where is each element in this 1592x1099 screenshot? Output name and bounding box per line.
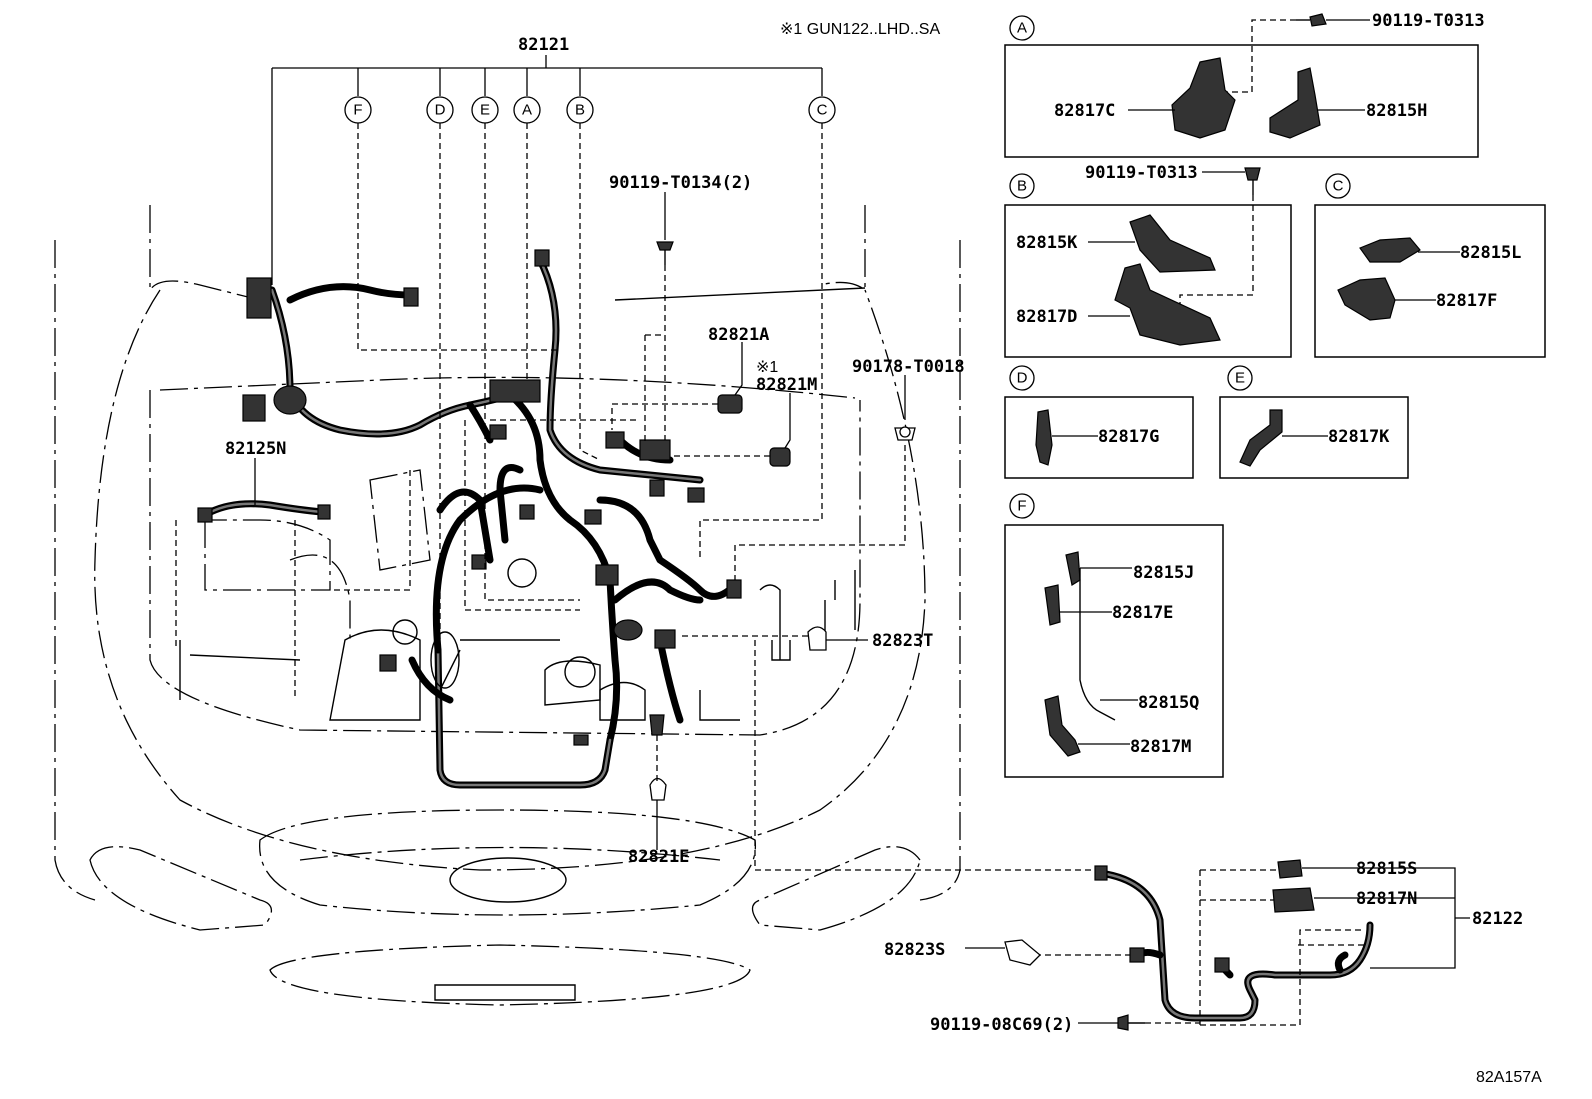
label-82815q: 82815Q: [1138, 693, 1199, 713]
detail-d: D: [1004, 365, 1194, 479]
callout-d: D: [426, 96, 454, 124]
label-82817m: 82817M: [1130, 737, 1191, 757]
label-82817g: 82817G: [1098, 427, 1159, 447]
detail-b: B: [1004, 167, 1292, 358]
label-82821m: 82821M: [756, 375, 817, 395]
label-82821a: 82821A: [708, 325, 769, 345]
callout-f: F: [344, 96, 372, 124]
svg-text:D: D: [1017, 370, 1028, 387]
svg-text:E: E: [1235, 370, 1245, 387]
main-wire-harness: [197, 249, 742, 789]
label-90119-08c69: 90119-08C69(2): [930, 1015, 1073, 1035]
callout-a: A: [513, 96, 541, 124]
label-90178-t0018: 90178-T0018: [852, 357, 965, 377]
fasteners-main: [254, 192, 1100, 871]
label-82125n: 82125N: [225, 439, 286, 459]
label-82815s: 82815S: [1356, 859, 1417, 879]
detail-f: F: [1004, 493, 1224, 778]
svg-text:B: B: [1017, 178, 1027, 195]
figure-code: 82A157A: [1476, 1069, 1542, 1086]
svg-text:C: C: [817, 102, 828, 119]
callout-dashed-paths: [175, 123, 823, 700]
label-82815h: 82815H: [1366, 101, 1427, 121]
label-82817k: 82817K: [1328, 427, 1390, 447]
model-note: ※1 GUN122..LHD..SA: [780, 21, 940, 38]
main-harness-label: 82121: [518, 35, 569, 55]
svg-text:F: F: [1017, 498, 1026, 515]
label-82815l: 82815L: [1460, 243, 1521, 263]
callout-c: C: [808, 96, 836, 124]
label-82821e: 82821E: [628, 847, 689, 867]
label-82817n: 82817N: [1356, 889, 1417, 909]
label-82815k: 82815K: [1016, 233, 1078, 253]
label-82815j: 82815J: [1133, 563, 1194, 583]
label-82823s: 82823S: [884, 940, 945, 960]
callout-e: E: [471, 96, 499, 124]
label-mark-1: ※1: [756, 359, 778, 376]
svg-text:B: B: [575, 102, 585, 119]
svg-text:D: D: [435, 102, 446, 119]
svg-text:A: A: [1017, 20, 1027, 37]
label-90119-t0313-b: 90119-T0313: [1085, 163, 1198, 183]
label-90119-t0134: 90119-T0134(2): [609, 173, 752, 193]
label-82817f: 82817F: [1436, 291, 1497, 311]
detail-c: C: [1314, 173, 1546, 358]
svg-text:F: F: [353, 102, 362, 119]
label-82823t: 82823T: [872, 631, 933, 651]
detail-e: E: [1219, 365, 1409, 479]
harness-bracket: [271, 55, 823, 285]
svg-text:E: E: [480, 102, 490, 119]
label-82817e: 82817E: [1112, 603, 1173, 623]
detail-a: A: [1004, 13, 1479, 158]
callout-b: B: [566, 96, 594, 124]
label-82817c: 82817C: [1054, 101, 1115, 121]
engine-components: [179, 469, 856, 721]
svg-text:A: A: [522, 102, 532, 119]
svg-text:C: C: [1333, 178, 1344, 195]
sub-harness-82122: [965, 859, 1470, 1031]
label-82122: 82122: [1472, 909, 1523, 929]
label-82817d: 82817D: [1016, 307, 1077, 327]
vehicle-body-outline: [54, 205, 961, 1006]
label-90119-t0313-a: 90119-T0313: [1372, 11, 1485, 31]
